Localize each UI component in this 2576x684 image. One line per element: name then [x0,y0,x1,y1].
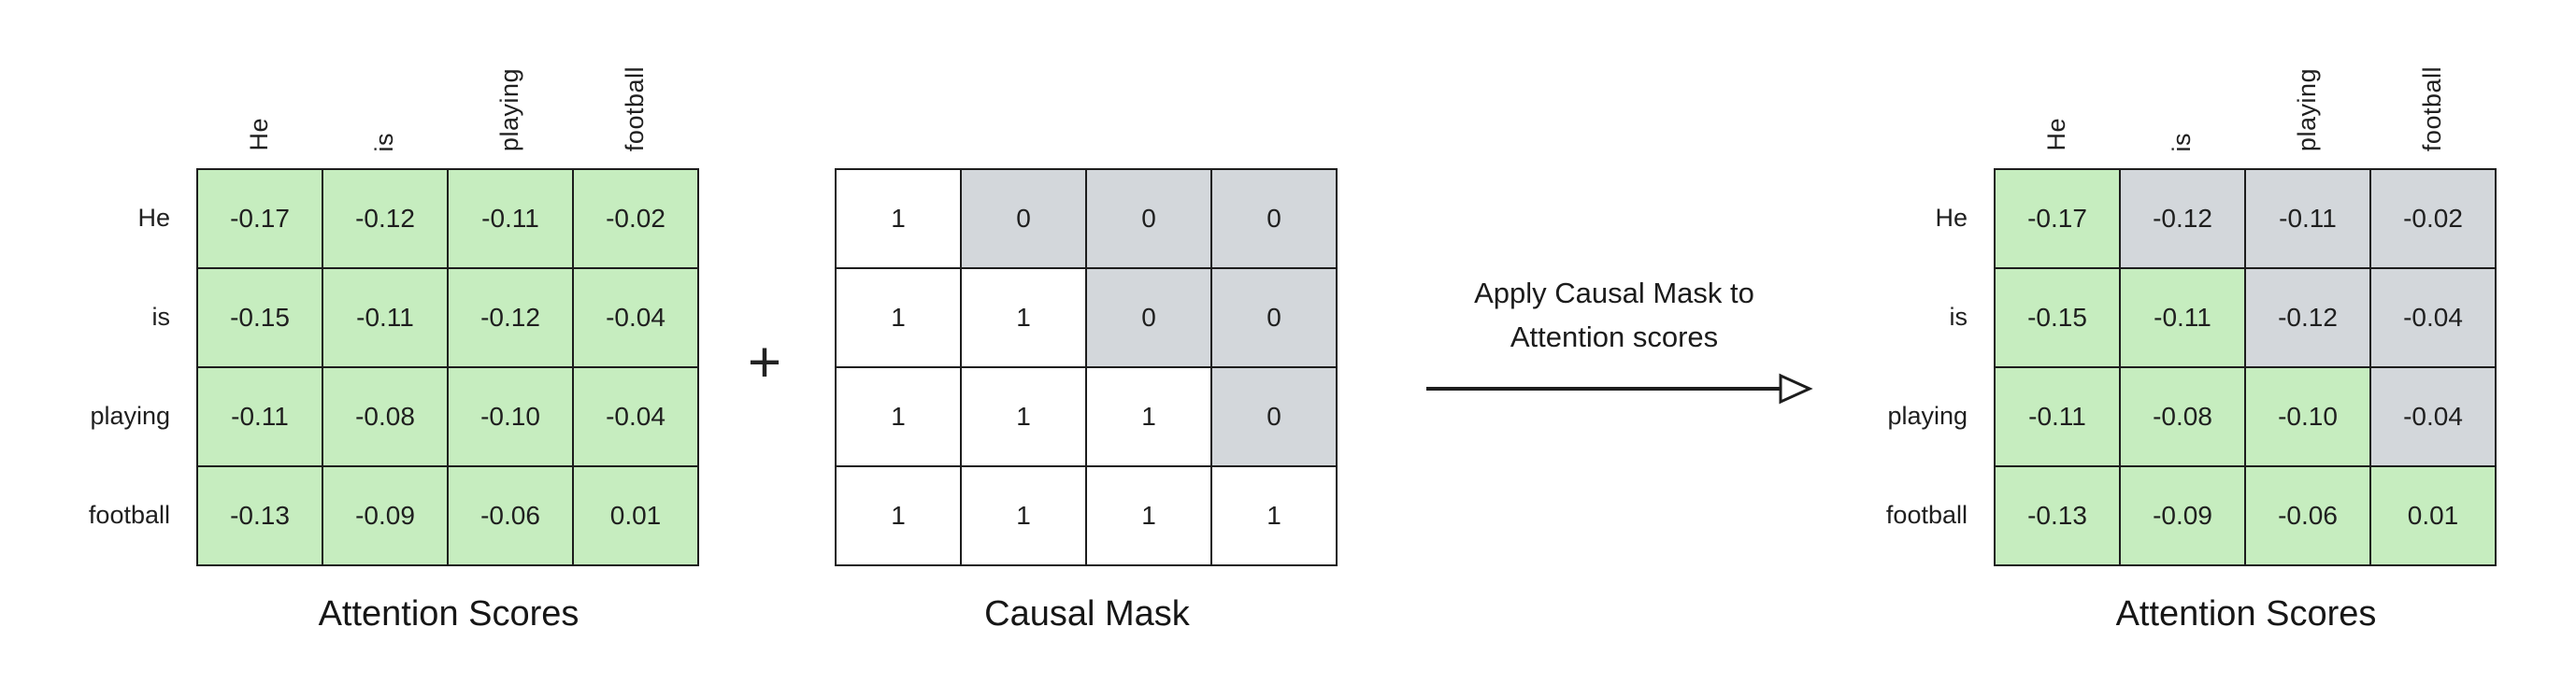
matrix-cell: -0.17 [1995,169,2120,268]
row-label-playing: playing [1887,401,1968,430]
arrow-label-line1: Apply Causal Mask to [1474,277,1754,309]
column-header-playing: playing [2244,68,2369,151]
row-labels: He is playing football [1853,168,1994,566]
column-headers: He is playing football [196,0,701,168]
column-header-label: He [244,118,273,151]
matrix-cell: -0.15 [1995,268,2120,367]
column-header-football: football [2369,66,2495,151]
matrix-cell: 0.01 [573,466,698,565]
column-header-label: He [2041,118,2070,151]
matrix-cell: -0.08 [322,367,448,466]
matrix-cell: 0 [1086,268,1211,367]
row-label-playing: playing [90,401,170,430]
matrix-cell: -0.04 [573,268,698,367]
column-headers: He is playing football [1994,0,2498,168]
arrow-label: Apply Causal Mask to Attention scores [1474,271,1754,359]
matrix-cell: 1 [836,367,961,466]
matrix-cell: -0.06 [2245,466,2370,565]
matrix-cell: -0.11 [2120,268,2245,367]
column-header-playing: playing [447,68,572,151]
matrix-cell: 0 [1086,169,1211,268]
matrix-cell: 1 [961,466,1086,565]
row-label-he: He [1935,203,1968,232]
matrix-cell: -0.13 [1995,466,2120,565]
matrix-cell: -0.10 [448,367,573,466]
matrix-cell: 0 [1211,268,1337,367]
matrix-cell: 1 [836,466,961,565]
matrix-cell: 1 [1211,466,1337,565]
header-spacer [835,0,1339,168]
matrix-cell: 1 [836,169,961,268]
column-header-label: is [2167,132,2196,152]
matrix-cell: -0.12 [2245,268,2370,367]
matrix-cell: 1 [1086,367,1211,466]
matrix-cell: 1 [1086,466,1211,565]
matrix-cell: -0.11 [448,169,573,268]
matrix-cell: -0.10 [2245,367,2370,466]
column-header-label: playing [2292,67,2321,151]
column-header-label: football [2417,65,2446,151]
column-header-is: is [2119,133,2244,152]
matrix-cell: -0.11 [2245,169,2370,268]
matrix-cell: -0.17 [197,169,322,268]
row-label-is: is [1949,302,1968,331]
row-label-football: football [1885,500,1968,529]
matrix-cell: -0.04 [573,367,698,466]
plus-operator: + [747,330,782,395]
matrix-cell: -0.12 [448,268,573,367]
matrix-cell: 1 [961,268,1086,367]
row-label-he: He [137,203,170,232]
matrix-cell: 1 [836,268,961,367]
attention-scores-left-grid: -0.17-0.12-0.11-0.02-0.15-0.11-0.12-0.04… [196,168,699,566]
right-arrow-icon [1426,373,1813,405]
matrix-cell: -0.11 [1995,367,2120,466]
matrix-cell: 0 [1211,169,1337,268]
matrix-cell: -0.12 [2120,169,2245,268]
matrix-cell: -0.08 [2120,367,2245,466]
row-label-football: football [88,500,170,529]
column-header-label: is [369,132,398,152]
matrix-cell: -0.06 [448,466,573,565]
matrix-caption: Causal Mask [984,594,1190,634]
matrix-cell: -0.09 [2120,466,2245,565]
column-header-label: football [620,65,649,151]
matrix-cell: -0.09 [322,466,448,565]
column-header-label: playing [494,67,523,151]
matrix-cell: 0.01 [2370,466,2496,565]
matrix-cell: -0.04 [2370,367,2496,466]
matrix-cell: -0.12 [322,169,448,268]
matrix-cell: -0.11 [322,268,448,367]
matrix-cell: -0.04 [2370,268,2496,367]
matrix-caption: Attention Scores [318,594,580,634]
attention-scores-right-grid: -0.17-0.12-0.11-0.02-0.15-0.11-0.12-0.04… [1994,168,2497,566]
matrix-cell: 0 [961,169,1086,268]
column-header-football: football [572,66,697,151]
arrow-label-line2: Attention scores [1510,321,1719,353]
row-label-is: is [151,302,171,331]
matrix-cell: -0.13 [197,466,322,565]
matrix-cell: -0.02 [2370,169,2496,268]
row-labels: He is playing football [56,168,196,566]
column-header-is: is [322,133,447,152]
column-header-he: He [196,118,322,151]
matrix-cell: 0 [1211,367,1337,466]
matrix-cell: 1 [961,367,1086,466]
matrix-cell: -0.11 [197,367,322,466]
matrix-cell: -0.15 [197,268,322,367]
column-header-he: He [1994,118,2119,151]
matrix-caption: Attention Scores [2115,594,2377,634]
matrix-cell: -0.02 [573,169,698,268]
